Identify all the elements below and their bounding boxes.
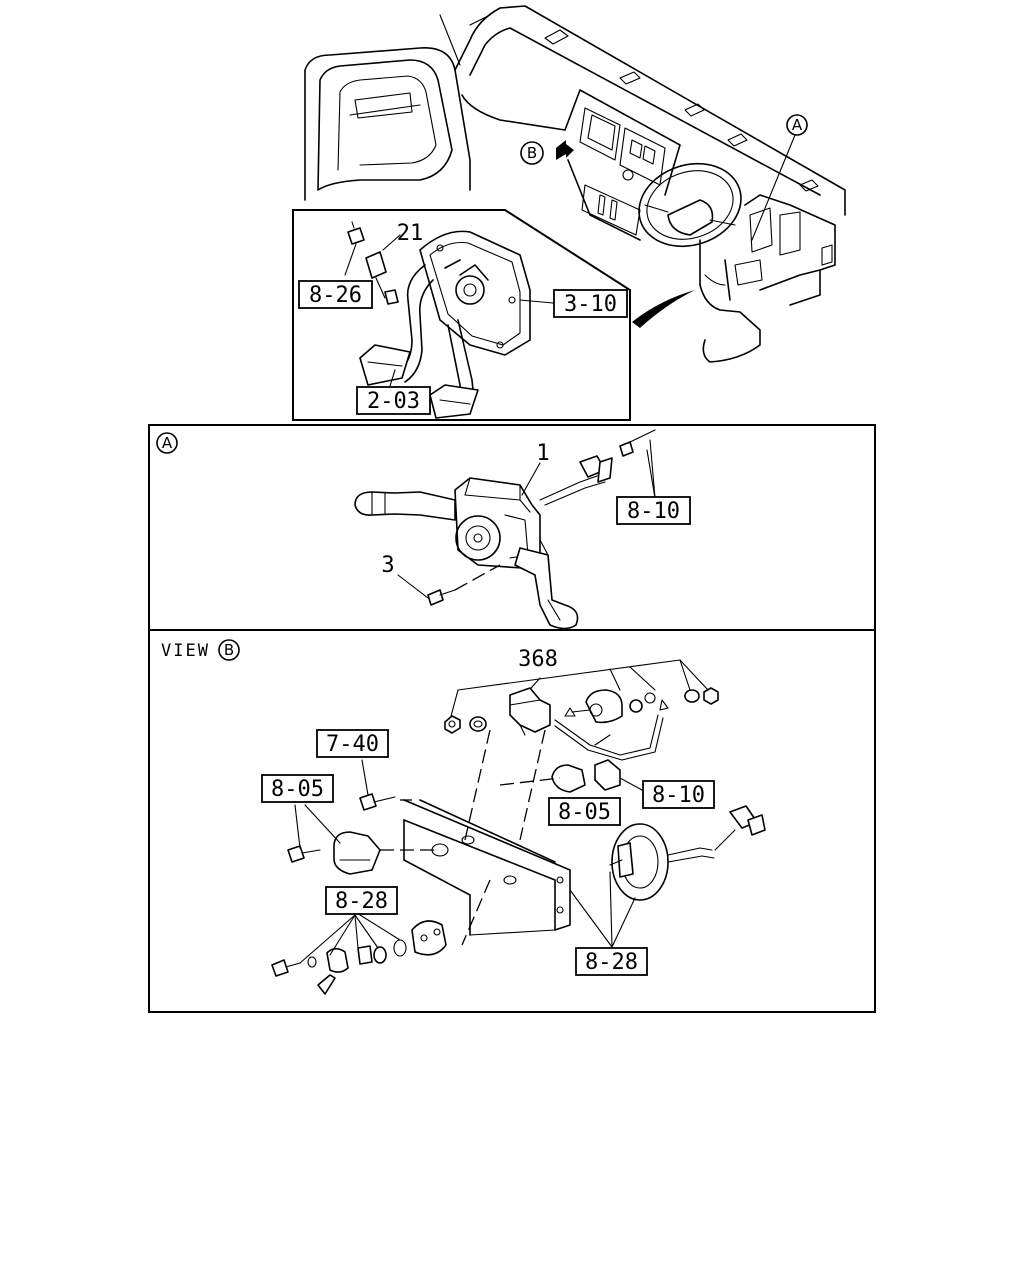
section-a: A 1 8-10 3 bbox=[148, 424, 876, 631]
ref-8-05-right: 8-05 bbox=[558, 800, 611, 825]
ref-8-10-b: 8-10 bbox=[652, 783, 705, 808]
marker-a-section: A bbox=[162, 434, 173, 452]
pedal-inset: 8-26 21 3-10 2-03 bbox=[292, 209, 631, 421]
marker-b-view: B bbox=[224, 641, 234, 659]
part-368: 368 bbox=[518, 647, 558, 672]
ref-8-10-a: 8-10 bbox=[627, 499, 680, 524]
ref-8-26: 8-26 bbox=[309, 283, 362, 308]
marker-a-top: A bbox=[792, 116, 803, 134]
part-3: 3 bbox=[381, 553, 394, 578]
part-1: 1 bbox=[536, 441, 549, 466]
ref-7-40: 7-40 bbox=[326, 732, 379, 757]
marker-b-top: B bbox=[527, 144, 537, 162]
section-view-b: VIEW B 368 bbox=[148, 629, 876, 1013]
ref-8-28-right: 8-28 bbox=[585, 950, 638, 975]
view-label: VIEW bbox=[161, 641, 210, 661]
ref-8-05-left: 8-05 bbox=[271, 777, 324, 802]
part-21: 21 bbox=[397, 221, 424, 246]
ref-3-10: 3-10 bbox=[564, 292, 617, 317]
ref-2-03: 2-03 bbox=[367, 389, 420, 414]
dashboard-overview: A B bbox=[304, 5, 846, 363]
ref-8-28-left: 8-28 bbox=[335, 889, 388, 914]
